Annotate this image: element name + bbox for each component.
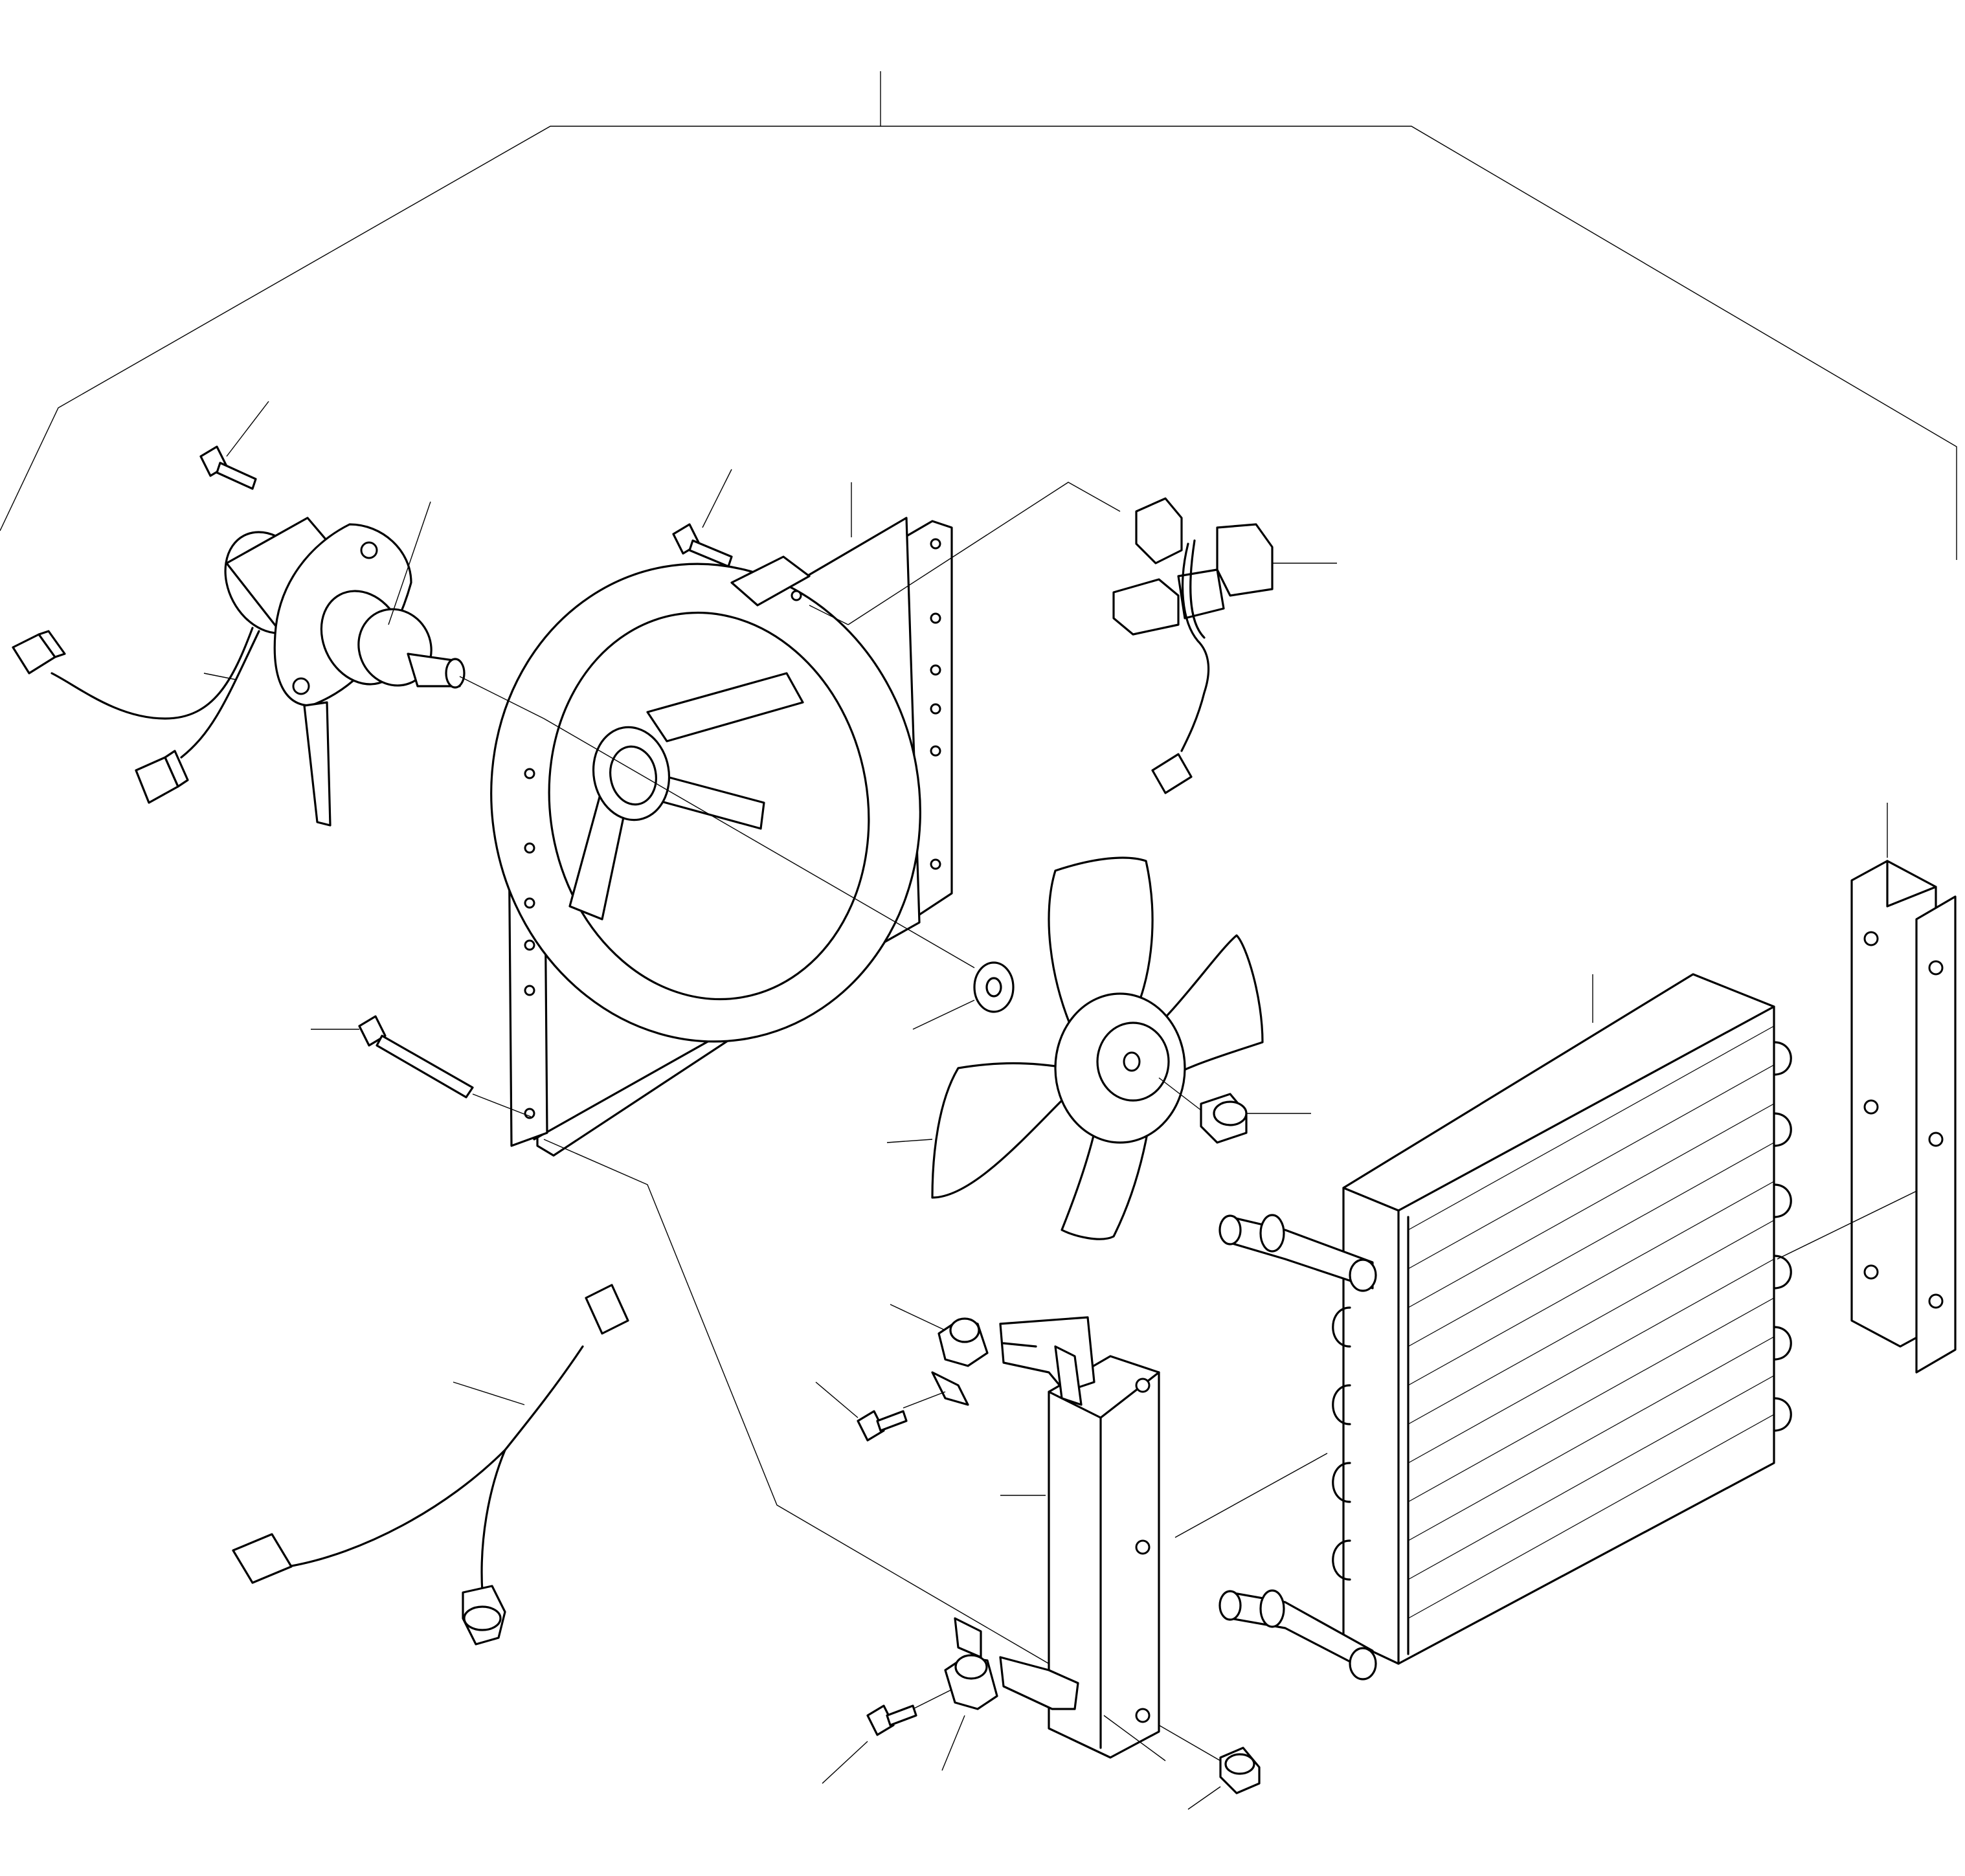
axis-leader: [459, 482, 1121, 968]
fan-blade: [886, 856, 1264, 1240]
motor-mounting-bolt: [199, 401, 431, 625]
fan-motor: [12, 517, 466, 827]
fan-shroud: [490, 482, 953, 1157]
right-bracket: [1777, 803, 1957, 1374]
relay-harness: [1112, 497, 1337, 794]
small-bolt: [815, 1381, 952, 1784]
cap-nut: [1158, 1077, 1311, 1144]
shroud-lower-leader: [543, 1139, 1050, 1664]
cap-nut-bottom: [1158, 1725, 1261, 1810]
assembly-bracket-leader: [0, 71, 1957, 560]
condenser: [1174, 973, 1792, 1681]
left-bracket: [999, 1316, 1166, 1761]
long-bolt: [311, 1015, 532, 1117]
washer: [912, 961, 1015, 1030]
shroud-bolt: [672, 469, 733, 568]
rubber-bushing: [890, 1304, 998, 1771]
wiring-harness: [232, 1284, 629, 1646]
